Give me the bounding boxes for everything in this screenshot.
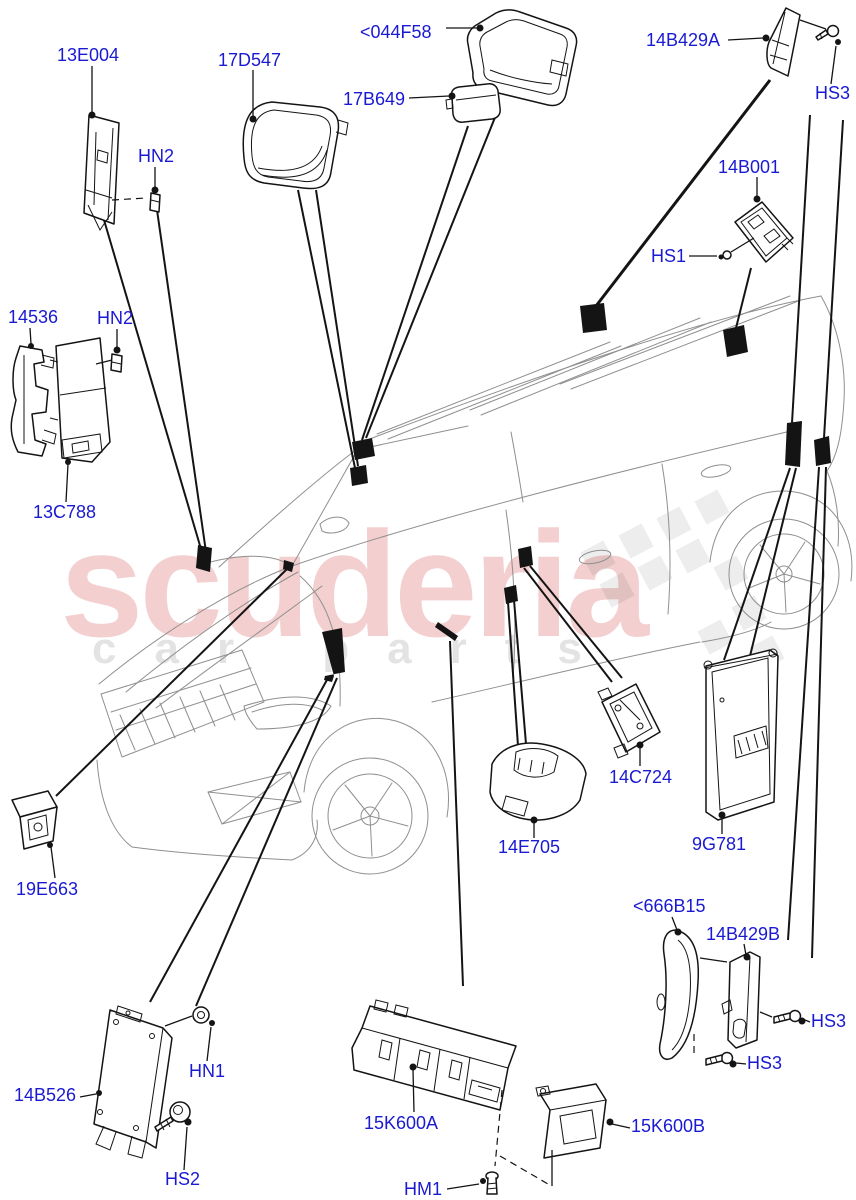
part-label-HS2: HS2 xyxy=(165,1169,201,1189)
part-HS1-screw xyxy=(689,237,755,260)
part-label-HS1: HS1 xyxy=(651,246,687,266)
watermark-brand: scuderia xyxy=(60,500,649,668)
part-label-14C724: 14C724 xyxy=(609,767,673,787)
connector-blobs xyxy=(196,303,831,682)
part-19E663-drawing xyxy=(11,790,58,879)
part-15K600A-drawing xyxy=(351,999,517,1167)
part-17B649-drawing xyxy=(408,83,501,123)
part-label-HN2: HN2 xyxy=(97,308,134,328)
part-label-HN2: HN2 xyxy=(138,146,175,166)
part-HM1-screw xyxy=(446,1171,499,1195)
part-label-14536: 14536 xyxy=(8,307,59,327)
part-13E004-drawing xyxy=(83,66,147,232)
part-label-HN1: HN1 xyxy=(189,1061,226,1081)
part-label-14B429A: 14B429A xyxy=(646,30,721,50)
part-HN1-grommet xyxy=(164,1006,215,1062)
part-label-17D547: 17D547 xyxy=(218,50,282,70)
part-label-HM1: HM1 xyxy=(404,1179,443,1199)
part-14B429B-drawing xyxy=(721,943,761,1049)
part-15K600B-drawing xyxy=(499,1083,631,1186)
part-label-14E705: 14E705 xyxy=(498,837,561,857)
part-666B15-drawing xyxy=(656,916,728,1060)
part-label-15K600A: 15K600A xyxy=(364,1113,439,1133)
part-label-044F58: <044F58 xyxy=(360,22,432,42)
checkered-flag-watermark xyxy=(580,489,785,671)
part-14B526-drawing xyxy=(79,1005,173,1159)
part-label-HS3: HS3 xyxy=(811,1011,847,1031)
part-HS3-top-screw xyxy=(799,19,841,85)
part-label-666B15: <666B15 xyxy=(633,896,706,916)
part-HS2-screw xyxy=(154,1101,192,1171)
part-label-14B429B: 14B429B xyxy=(706,924,781,944)
part-HN2-top-nut xyxy=(149,167,161,213)
part-14B001-drawing xyxy=(734,177,794,263)
part-HN2-left-nut xyxy=(110,329,123,373)
part-13C788-drawing xyxy=(49,337,113,503)
part-label-9G781: 9G781 xyxy=(692,834,747,854)
part-14536-drawing xyxy=(10,327,57,457)
part-label-14B526: 14B526 xyxy=(14,1085,77,1105)
part-14B429A-drawing xyxy=(727,7,801,77)
part-9G781-drawing xyxy=(703,648,779,834)
part-label-13C788: 13C788 xyxy=(33,502,97,522)
part-label-HS3: HS3 xyxy=(747,1053,783,1073)
part-label-17B649: 17B649 xyxy=(343,89,406,109)
part-label-15K600B: 15K600B xyxy=(631,1116,706,1136)
part-14C724-drawing xyxy=(597,683,661,766)
part-label-13E004: 13E004 xyxy=(57,45,120,65)
part-HS3-mid-screw xyxy=(759,1009,811,1025)
part-label-19E663: 19E663 xyxy=(16,879,79,899)
part-label-HS3: HS3 xyxy=(815,83,851,103)
part-HS3-bottom-screw xyxy=(705,1051,747,1068)
part-14E705-drawing xyxy=(489,742,587,838)
part-17D547-drawing xyxy=(242,70,349,190)
vehicle-outline-drawing xyxy=(96,295,853,875)
part-label-14B001: 14B001 xyxy=(718,157,781,177)
leader-lines xyxy=(55,79,844,1007)
